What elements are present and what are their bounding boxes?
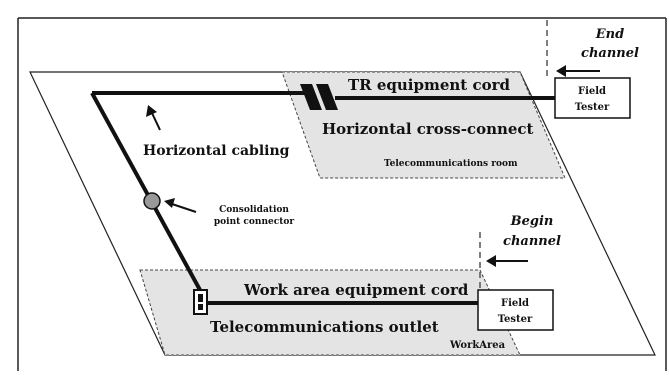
begin-channel-label-line2: channel (503, 234, 561, 249)
begin-channel-label-line1: Begin (510, 214, 554, 229)
end-channel-label-line1: End (595, 27, 624, 42)
field-tester-top-line1: Field (578, 86, 606, 97)
consolidation-point-arrow-icon (164, 198, 197, 213)
work-area-label: WorkArea (449, 340, 506, 351)
consolidation-point-label-line2: point connector (214, 217, 294, 227)
telecom-outlet-icon (193, 289, 208, 315)
horizontal-cabling-arrow-icon (146, 105, 161, 131)
cross-connect-icon (300, 84, 338, 110)
field-tester-top-box (554, 77, 631, 119)
field-tester-top-line2: Tester (575, 102, 610, 113)
telecom-room-label: Telecommunications room (384, 159, 518, 169)
work-area-cord-label: Work area equipment cord (243, 281, 469, 299)
field-tester-bottom-line1: Field (501, 298, 529, 309)
horizontal-cross-connect-label: Horizontal cross-connect (322, 120, 534, 138)
telecom-outlet-label: Telecommunications outlet (210, 318, 439, 336)
tr-equipment-cord-label: TR equipment cord (348, 76, 510, 94)
horizontal-cabling-line (90, 92, 202, 291)
work-area-region (139, 269, 521, 356)
horizontal-cabling-label: Horizontal cabling (143, 143, 290, 159)
field-tester-bottom-line2: Tester (498, 314, 533, 325)
begin-channel-arrow-icon (486, 255, 528, 267)
field-tester-bottom-box (477, 289, 554, 331)
consolidation-point-label-line1: Consolidation (219, 205, 289, 215)
consolidation-point-icon (143, 192, 161, 210)
end-channel-label-line2: channel (581, 46, 639, 61)
end-channel-arrow-icon (556, 65, 600, 77)
